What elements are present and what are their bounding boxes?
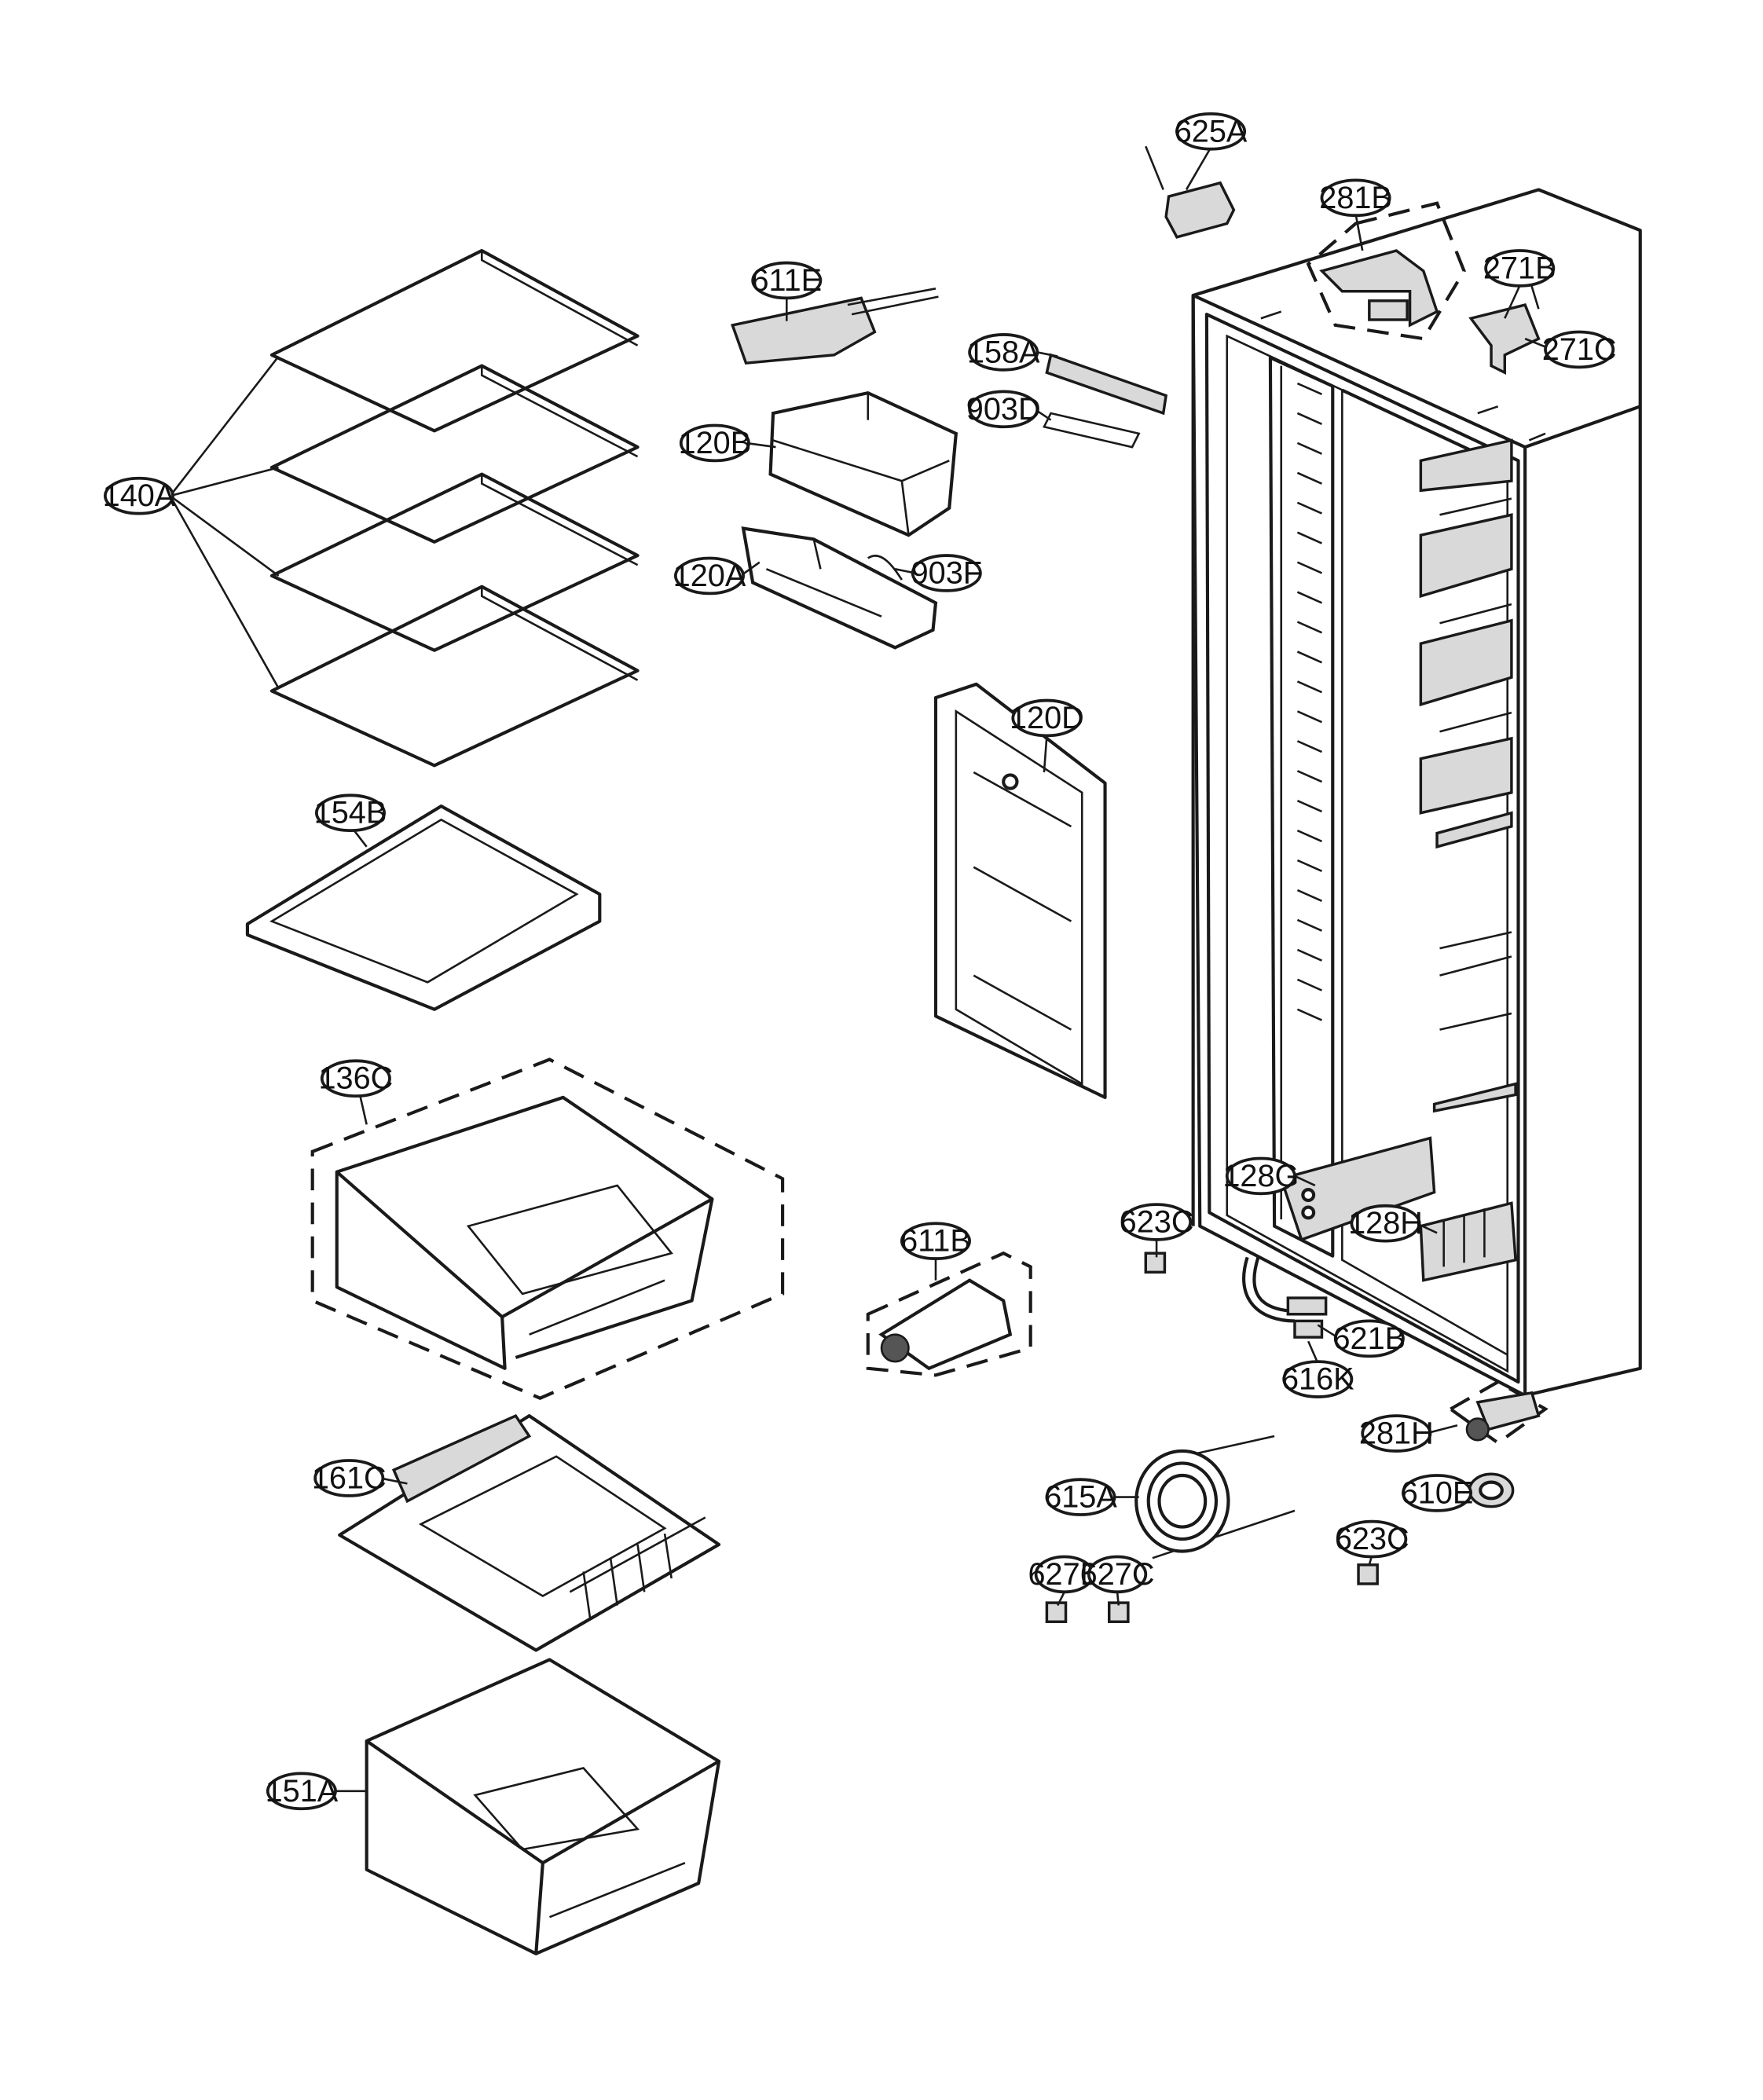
- crisper-cover-161C: [338, 1413, 721, 1652]
- drawer-rail-128G: [1279, 1136, 1436, 1242]
- callout-615A: 615A: [1044, 1478, 1117, 1516]
- callout-154B: 154B: [314, 793, 387, 833]
- shelf-frame-154B: [245, 804, 602, 1011]
- svg-text:610E: 610E: [1401, 1475, 1474, 1510]
- svg-text:623C: 623C: [1335, 1522, 1409, 1556]
- callout-136C: 136C: [318, 1059, 393, 1098]
- svg-text:615A: 615A: [1044, 1480, 1117, 1515]
- callout-161C: 161C: [312, 1459, 387, 1497]
- svg-text:627C: 627C: [1080, 1557, 1155, 1592]
- bracket-271C: [1468, 277, 1541, 376]
- water-line-fittings: [1242, 1256, 1328, 1339]
- crisper-151A: [365, 1658, 721, 1955]
- glass-shelves-140A: [269, 248, 640, 768]
- refrigerator-cabinet: [1191, 188, 1642, 1446]
- callout-623C-upper: 623C: [1120, 1203, 1194, 1241]
- freezer-panel-120D: [933, 682, 1107, 1099]
- callout-611B: 611B: [900, 1222, 971, 1260]
- svg-text:621B: 621B: [1333, 1321, 1406, 1356]
- crisper-136C: [310, 1057, 785, 1400]
- svg-text:128G: 128G: [1222, 1159, 1299, 1193]
- svg-text:128H: 128H: [1348, 1206, 1423, 1241]
- svg-text:281B: 281B: [1319, 181, 1392, 215]
- svg-text:140A: 140A: [103, 478, 176, 513]
- callout-903F: 903F: [911, 554, 982, 592]
- callout-623C-lower: 623C: [1335, 1519, 1409, 1559]
- drawer-rail-128H: [1419, 1201, 1517, 1282]
- callout-271C: 271C: [1542, 330, 1617, 369]
- svg-text:625A: 625A: [1175, 114, 1248, 148]
- callout-120A: 120A: [673, 556, 746, 596]
- svg-text:120B: 120B: [679, 426, 752, 460]
- svg-text:154B: 154B: [314, 796, 387, 830]
- top-cover-281B: [1306, 201, 1466, 341]
- hinge-281H: [1447, 1380, 1549, 1446]
- leader-lines: [332, 147, 1553, 1793]
- svg-text:158A: 158A: [967, 335, 1040, 369]
- callout-627C: 627C: [1080, 1555, 1155, 1594]
- callout-120D: 120D: [1010, 698, 1084, 738]
- callout-610E: 610E: [1401, 1474, 1474, 1512]
- callout-128G: 128G: [1222, 1156, 1299, 1196]
- callout-120B: 120B: [679, 423, 752, 463]
- door-bins: [1419, 438, 1517, 1113]
- svg-text:271B: 271B: [1483, 251, 1556, 285]
- svg-text:271C: 271C: [1542, 332, 1617, 367]
- svg-text:623C: 623C: [1120, 1205, 1194, 1240]
- callout-271B: 271B: [1483, 249, 1556, 288]
- callout-625A: 625A: [1175, 112, 1248, 151]
- callout-151A: 151A: [266, 1772, 339, 1811]
- svg-text:151A: 151A: [266, 1774, 339, 1809]
- svg-text:120A: 120A: [673, 559, 746, 593]
- svg-text:281H: 281H: [1359, 1416, 1434, 1451]
- svg-text:616K: 616K: [1281, 1362, 1354, 1397]
- svg-text:903D: 903D: [966, 392, 1041, 427]
- callout-611E: 611E: [751, 261, 823, 300]
- ice-maker-parts: [731, 145, 1236, 650]
- callout-621B: 621B: [1333, 1319, 1406, 1358]
- callout-128H: 128H: [1348, 1204, 1423, 1243]
- callout-281H: 281H: [1359, 1414, 1434, 1453]
- callout-281B: 281B: [1319, 178, 1392, 218]
- svg-text:903F: 903F: [911, 555, 982, 590]
- tubing-615A: [1134, 1435, 1296, 1559]
- svg-text:161C: 161C: [312, 1460, 387, 1495]
- callout-158A: 158A: [967, 333, 1040, 372]
- svg-text:611E: 611E: [751, 263, 822, 298]
- svg-text:611B: 611B: [900, 1224, 971, 1259]
- svg-text:136C: 136C: [318, 1061, 393, 1096]
- callout-903D: 903D: [966, 390, 1041, 429]
- water-filter-611B: [866, 1251, 1032, 1377]
- callout-616K: 616K: [1281, 1360, 1354, 1398]
- callout-140A: 140A: [103, 476, 176, 515]
- svg-text:120D: 120D: [1010, 701, 1084, 735]
- small-fittings: [1045, 1252, 1515, 1623]
